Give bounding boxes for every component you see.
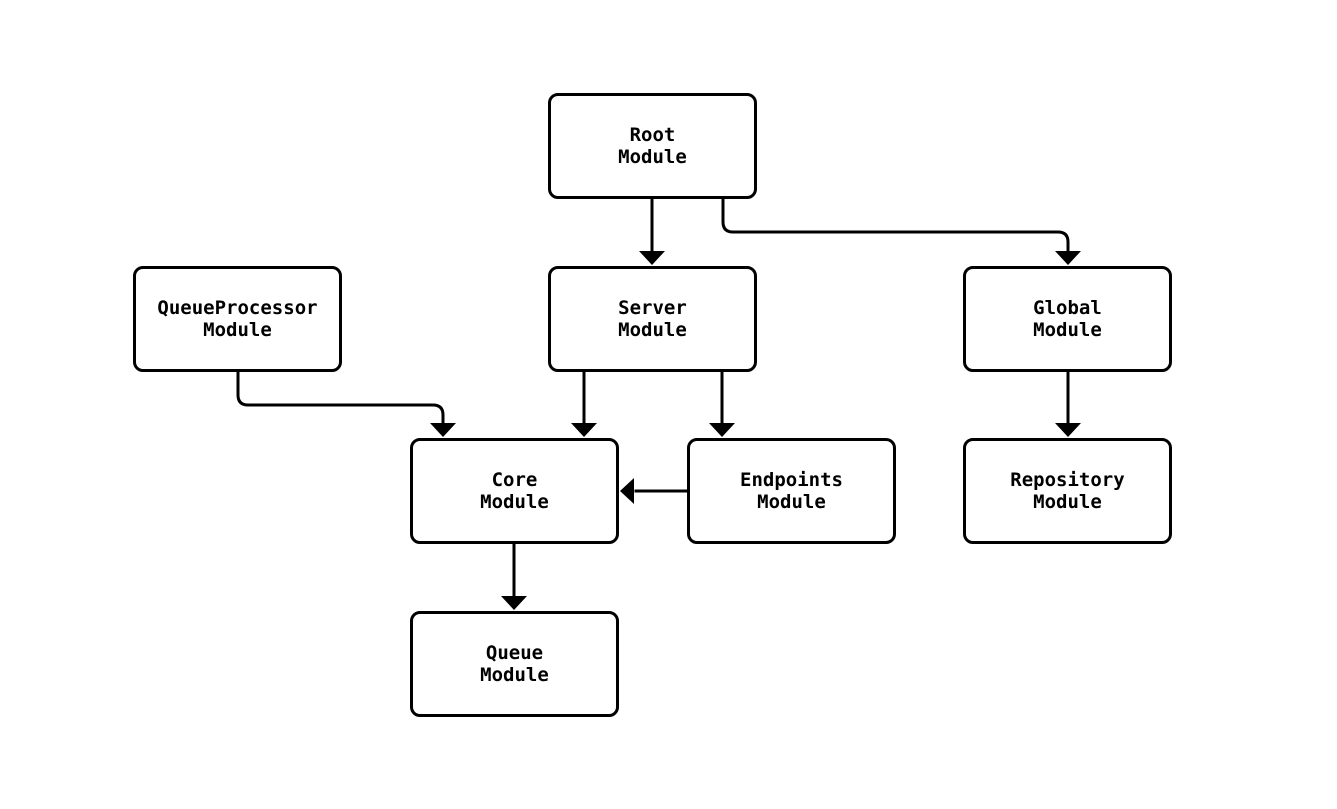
arrowhead-endpoints-to-core bbox=[620, 478, 634, 504]
edge-queueprocessor-to-core bbox=[236, 371, 445, 427]
node-repository-module: Repository Module bbox=[963, 438, 1172, 544]
edge-root-to-global bbox=[721, 196, 1070, 255]
node-root-module: Root Module bbox=[548, 93, 757, 199]
node-core-module: Core Module bbox=[410, 438, 619, 544]
arrowhead-root-to-global bbox=[1055, 251, 1081, 265]
node-queue-module: Queue Module bbox=[410, 611, 619, 717]
arrowhead-root-to-server bbox=[639, 251, 665, 265]
node-queueprocessor-module: QueueProcessor Module bbox=[133, 266, 342, 372]
arrowhead-global-to-repository bbox=[1055, 423, 1081, 437]
arrowhead-core-to-queue bbox=[501, 596, 527, 610]
arrowhead-server-to-core bbox=[571, 423, 597, 437]
node-server-module: Server Module bbox=[548, 266, 757, 372]
arrowhead-queueprocessor-to-core bbox=[430, 423, 456, 437]
node-endpoints-module: Endpoints Module bbox=[687, 438, 896, 544]
node-global-module: Global Module bbox=[963, 266, 1172, 372]
arrowhead-server-to-endpoints bbox=[709, 423, 735, 437]
